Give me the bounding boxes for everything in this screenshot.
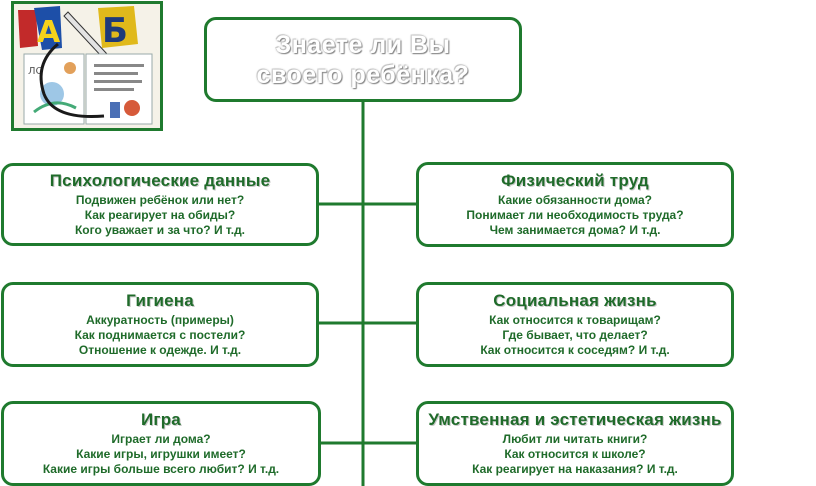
title-line-1: Знаете ли Вы	[275, 30, 451, 59]
box-game: Игра Играет ли дома? Какие игры, игрушки…	[1, 401, 321, 486]
box-title: Гигиена	[126, 291, 194, 310]
box-line: Аккуратность (примеры)	[86, 313, 234, 327]
box-line: Любит ли читать книги?	[502, 432, 648, 446]
box-physical-labor: Физический труд Какие обязанности дома? …	[416, 162, 734, 247]
alphabet-book-logo: А Б ЛО	[11, 1, 163, 131]
svg-text:Б: Б	[102, 11, 128, 51]
box-line: Как относится к школе?	[504, 447, 646, 461]
box-line: Играет ли дома?	[111, 432, 211, 446]
box-mental-aesthetic-life: Умственная и эстетическая жизнь Любит ли…	[416, 401, 734, 486]
box-line: Как относится к товарищам?	[489, 313, 661, 327]
box-line: Как относится к соседям? И т.д.	[480, 343, 670, 357]
box-hygiene: Гигиена Аккуратность (примеры) Как подни…	[1, 282, 319, 367]
box-line: Чем занимается дома? И т.д.	[489, 223, 661, 237]
box-line: Подвижен ребёнок или нет?	[75, 193, 245, 207]
svg-text:ЛО: ЛО	[28, 66, 44, 77]
box-psychological-data: Психологические данные Подвижен ребёнок …	[1, 163, 319, 246]
box-line: Где бывает, что делает?	[502, 328, 648, 342]
alphabet-book-icon: А Б ЛО	[14, 4, 160, 128]
box-title: Социальная жизнь	[493, 291, 657, 310]
box-line: Как реагирует на наказания? И т.д.	[472, 462, 678, 476]
box-title: Игра	[141, 410, 181, 429]
title-line-2: своего ребёнка?	[256, 60, 470, 89]
box-title: Психологические данные	[49, 171, 271, 190]
box-line: Как реагирует на обиды?	[84, 208, 236, 222]
box-line: Кого уважает и за что? И т.д.	[74, 223, 246, 237]
box-line: Отношение к одежде. И т.д.	[78, 343, 242, 357]
box-line: Какие игры больше всего любит? И т.д.	[42, 462, 280, 476]
box-title: Физический труд	[501, 171, 649, 190]
box-line: Как поднимается с постели?	[74, 328, 246, 342]
box-line: Какие игры, игрушки имеет?	[76, 447, 246, 461]
box-title: Умственная и эстетическая жизнь	[428, 410, 722, 429]
box-line: Понимает ли необходимость труда?	[466, 208, 684, 222]
title-box: Знаете ли Вы своего ребёнка?	[204, 17, 522, 102]
box-line: Какие обязанности дома?	[497, 193, 653, 207]
box-social-life: Социальная жизнь Как относится к товарищ…	[416, 282, 734, 367]
